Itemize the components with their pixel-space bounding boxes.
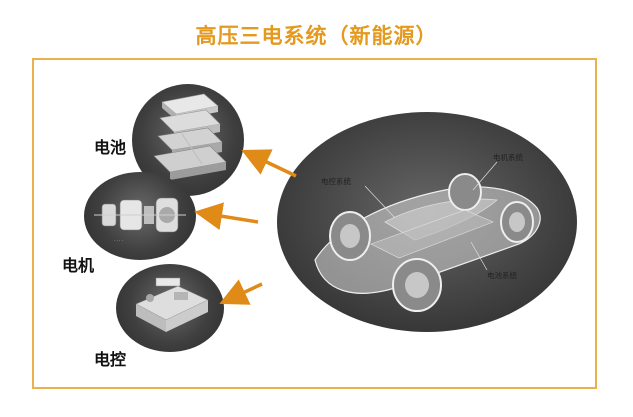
motor-system-callout: 电机系统 bbox=[493, 152, 523, 162]
diagram-title: 高压三电系统（新能源） bbox=[195, 24, 438, 48]
motor-label: 电机 bbox=[62, 256, 95, 275]
battery-system-callout: 电池系统 bbox=[487, 270, 517, 280]
car-body-icon bbox=[314, 173, 541, 312]
vehicle-illustration: 电机系统 电控系统 电池系统 bbox=[277, 112, 577, 332]
controller-label: 电控 bbox=[94, 350, 127, 369]
battery-pack-icon bbox=[153, 93, 227, 180]
arrow-to-motor-icon bbox=[194, 202, 259, 231]
battery-label: 电池 bbox=[94, 138, 127, 157]
svg-text:· · · ·: · · · · bbox=[114, 238, 123, 243]
control-system-callout: 电控系统 bbox=[321, 176, 351, 186]
arrow-to-battery-icon bbox=[241, 149, 297, 178]
controller-circle bbox=[116, 264, 224, 352]
controller-unit-icon bbox=[135, 277, 209, 332]
motor-exploded-icon: · · · · bbox=[94, 197, 186, 243]
motor-circle: · · · · bbox=[84, 172, 196, 260]
arrow-to-controller-icon bbox=[219, 279, 263, 305]
diagram-frame bbox=[32, 58, 597, 389]
